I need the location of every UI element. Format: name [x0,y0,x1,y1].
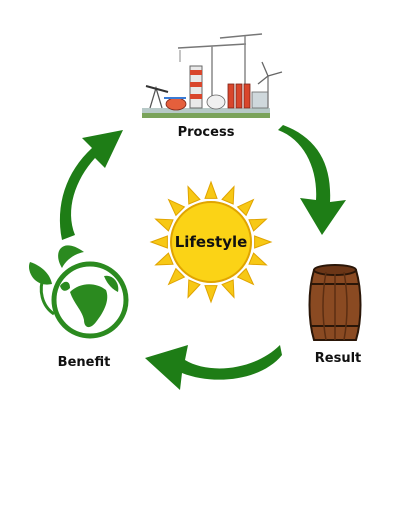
globe-leaf-icon [28,245,129,339]
factory-icon [142,33,283,118]
sun-icon [149,180,273,304]
sun-ray [221,185,235,205]
process-label: Process [178,125,235,140]
sun-ray [204,180,218,199]
result-label: Result [315,351,362,366]
benefit-label: Benefit [58,355,111,370]
sun-ray [187,185,201,205]
arrow-result-to-benefit [145,345,282,390]
arrow-process-to-result [278,125,346,235]
sun-ray [248,218,268,232]
sun-ray [248,252,268,266]
sun-ray [167,267,186,286]
sun-ray [149,235,168,249]
sun-ray [204,285,218,304]
sun-ray [221,279,235,299]
sun-ray [167,198,186,217]
sun-ray [187,279,201,299]
sun-ray [236,198,255,217]
sun-ray [154,252,174,266]
arrow-benefit-to-process [59,130,123,240]
sun-ray [254,235,273,249]
sun-ray [154,218,174,232]
barrel-icon [308,264,362,341]
center-label: Lifestyle [175,233,248,251]
sun-ray [236,267,255,286]
